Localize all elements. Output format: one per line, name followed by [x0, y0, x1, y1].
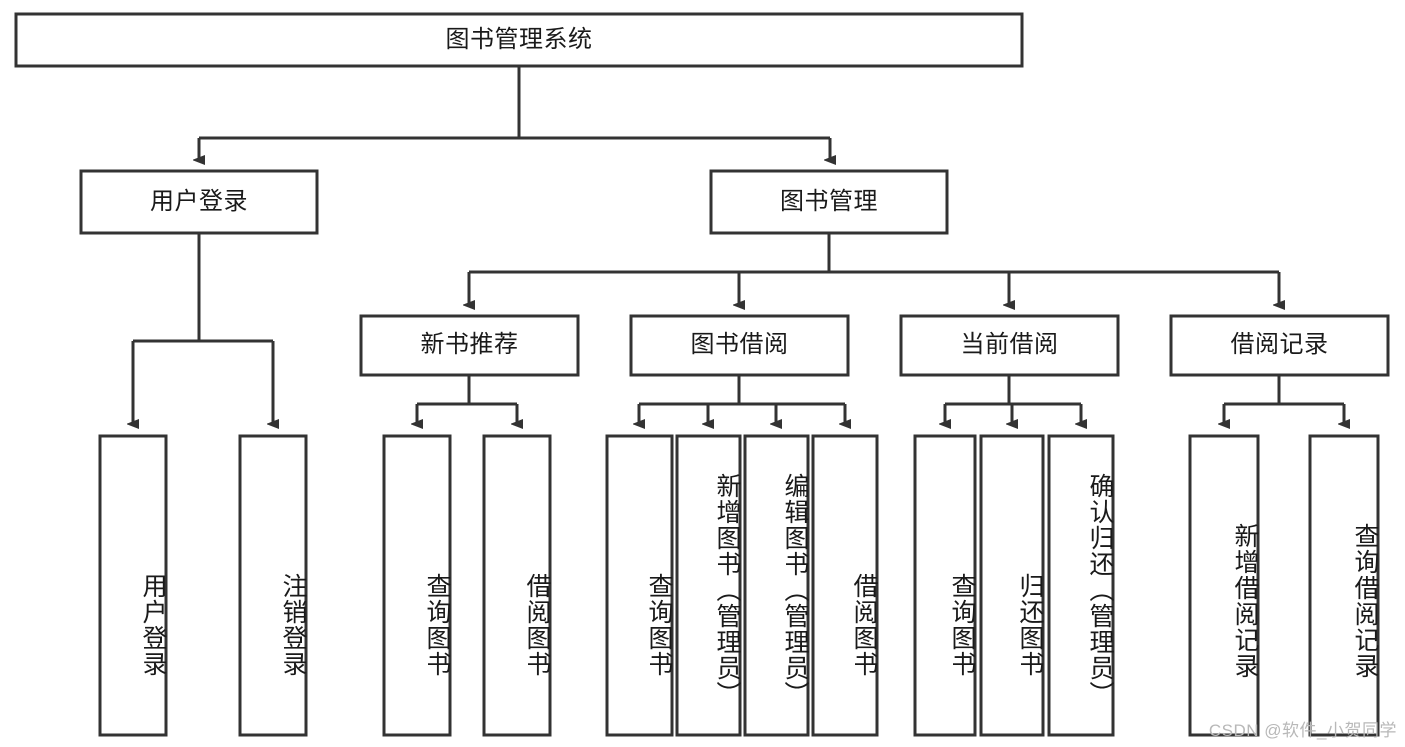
- node-leaf-confirm-return[interactable]: [1047, 434, 1115, 737]
- node-leaf-add-book-admin[interactable]: [675, 434, 742, 737]
- node-user-login[interactable]: [79, 169, 319, 235]
- node-leaf-edit-book-admin[interactable]: [743, 434, 810, 737]
- node-leaf-query-book-bb[interactable]: [605, 434, 674, 737]
- node-leaf-return-book[interactable]: [979, 434, 1045, 737]
- csdn-watermark: CSDN @软件_小贺同学: [1208, 721, 1397, 740]
- node-leaf-user-login[interactable]: [98, 434, 168, 737]
- node-new-book-recommend[interactable]: [359, 314, 580, 377]
- node-root-book-management-system[interactable]: [14, 12, 1024, 68]
- node-leaf-query-borrow-record[interactable]: [1308, 434, 1380, 737]
- node-leaf-query-book-cb[interactable]: [913, 434, 977, 737]
- node-leaf-logout[interactable]: [238, 434, 308, 737]
- node-book-manage[interactable]: [709, 169, 949, 235]
- node-leaf-query-book-rec[interactable]: [382, 434, 452, 737]
- node-borrow-record[interactable]: [1169, 314, 1390, 377]
- node-current-borrow[interactable]: [899, 314, 1120, 377]
- node-leaf-borrow-book-bb[interactable]: [811, 434, 879, 737]
- node-leaf-add-borrow-record[interactable]: [1188, 434, 1260, 737]
- node-book-borrow[interactable]: [629, 314, 850, 377]
- node-leaf-borrow-book-rec[interactable]: [482, 434, 552, 737]
